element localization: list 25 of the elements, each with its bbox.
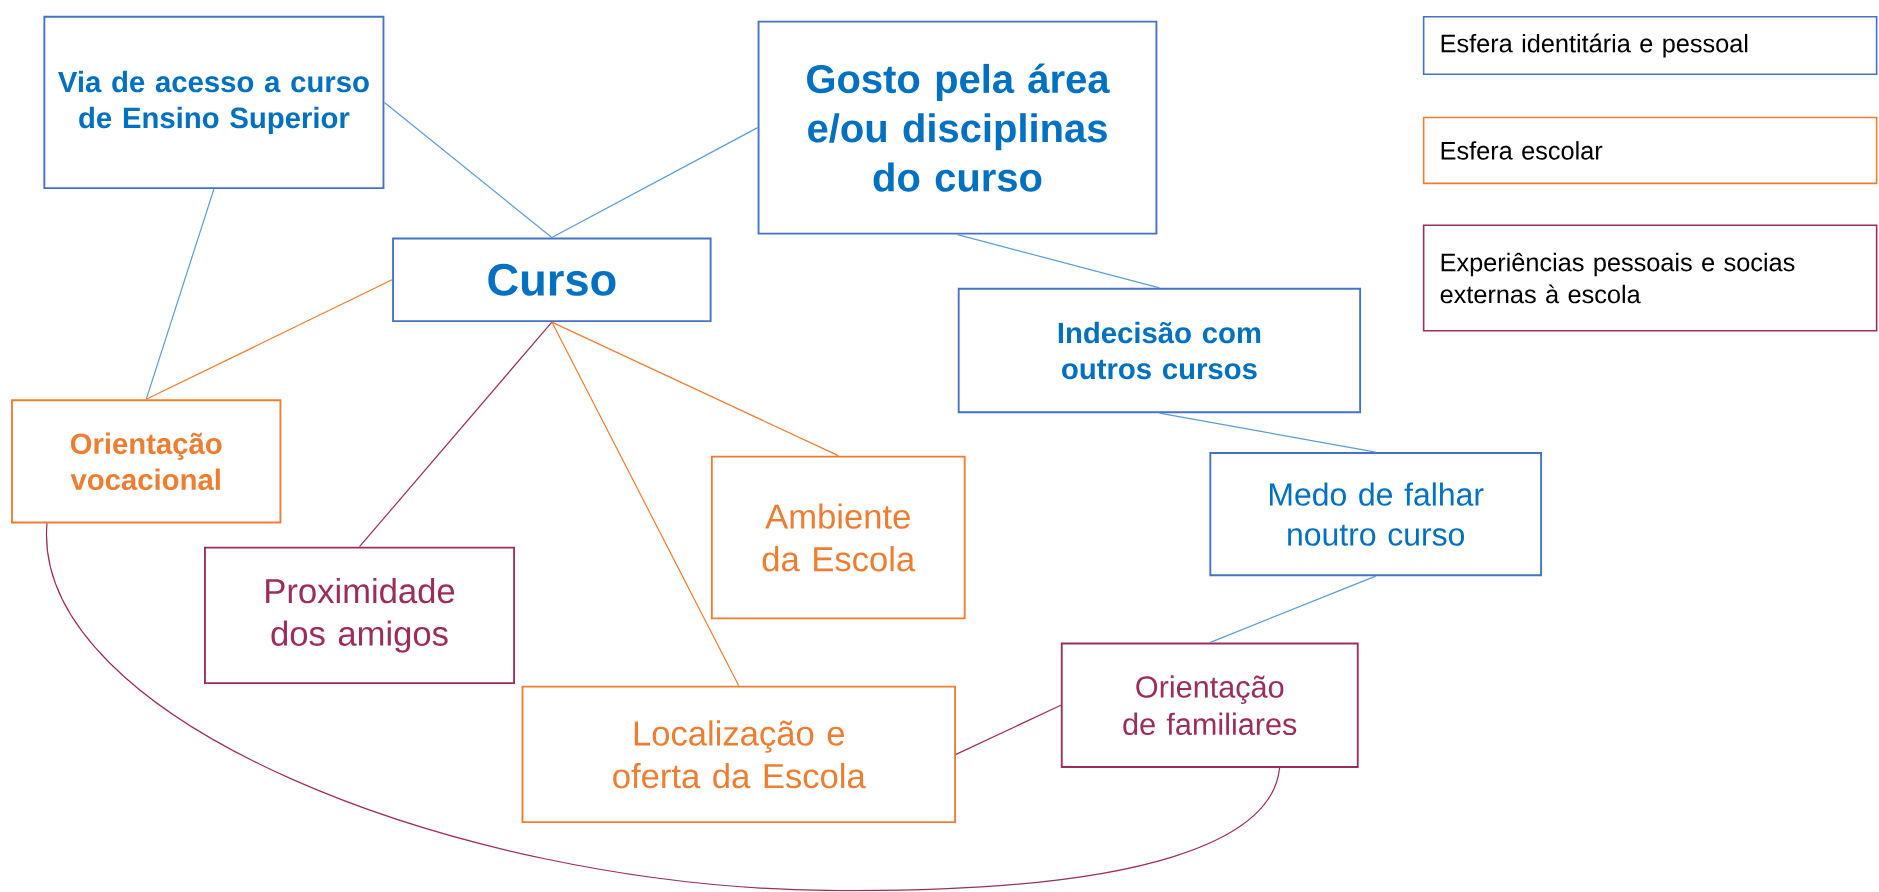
concept-box: Ambiente da Escola — [710, 455, 966, 620]
concept-box: Localização e oferta da Escola — [521, 685, 956, 824]
concept-box: Curso — [392, 237, 712, 323]
concept-box: Via de acesso a curso de Ensino Superior — [43, 16, 385, 190]
concept-box: Indecisão com outros cursos — [957, 288, 1362, 414]
connector-line — [955, 704, 1062, 756]
connector-line — [956, 234, 1160, 289]
concept-box: Orientação de familiares — [1060, 642, 1359, 769]
connector-line — [383, 102, 553, 239]
legend-box: Esfera identitária e pessoal — [1422, 16, 1878, 76]
connector-line — [551, 321, 740, 687]
connector-line — [358, 321, 553, 548]
connector-line — [46, 523, 1281, 892]
connector-line — [551, 127, 759, 239]
concept-box: Proximidade dos amigos — [204, 546, 516, 685]
connector-line — [1209, 575, 1377, 644]
connector-line — [145, 279, 393, 401]
connector-line — [145, 188, 215, 401]
connector-line — [1158, 412, 1377, 453]
concept-box: Gosto pela área e/ou disciplinas do curso — [757, 20, 1158, 235]
legend-box: Esfera escolar — [1422, 116, 1878, 185]
legend-box: Experiências pessoais e socias externas à escola — [1422, 224, 1878, 332]
concept-box: Orientação vocacional — [11, 399, 282, 524]
connector-line — [551, 321, 839, 457]
concept-box: Medo de falhar noutro curso — [1209, 452, 1542, 577]
